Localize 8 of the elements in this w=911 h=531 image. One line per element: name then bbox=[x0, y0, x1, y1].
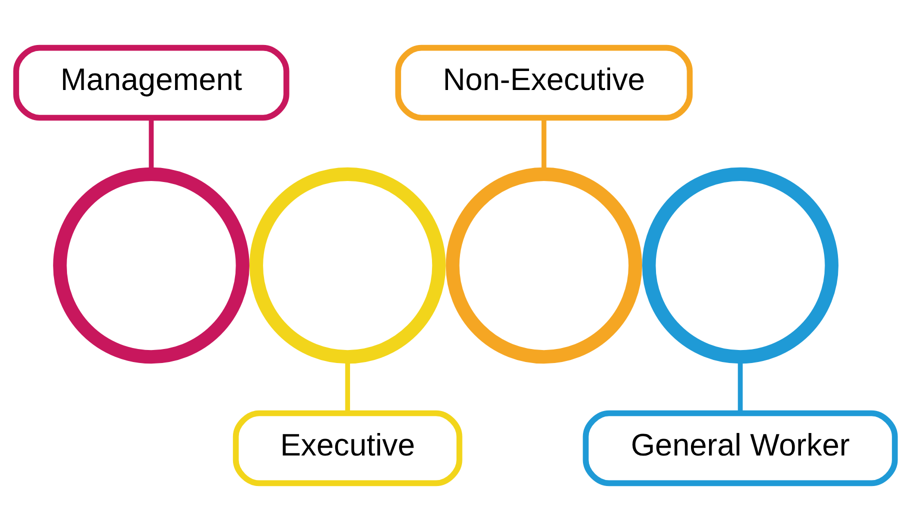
node-circle bbox=[446, 167, 642, 364]
node-circle bbox=[642, 167, 838, 364]
node-box: General Worker bbox=[582, 410, 898, 486]
node-box: Executive bbox=[232, 410, 462, 486]
node-box: Management bbox=[13, 44, 290, 121]
node-box: Non-Executive bbox=[395, 44, 693, 121]
node-circle bbox=[249, 167, 446, 364]
node-circle bbox=[53, 167, 250, 364]
